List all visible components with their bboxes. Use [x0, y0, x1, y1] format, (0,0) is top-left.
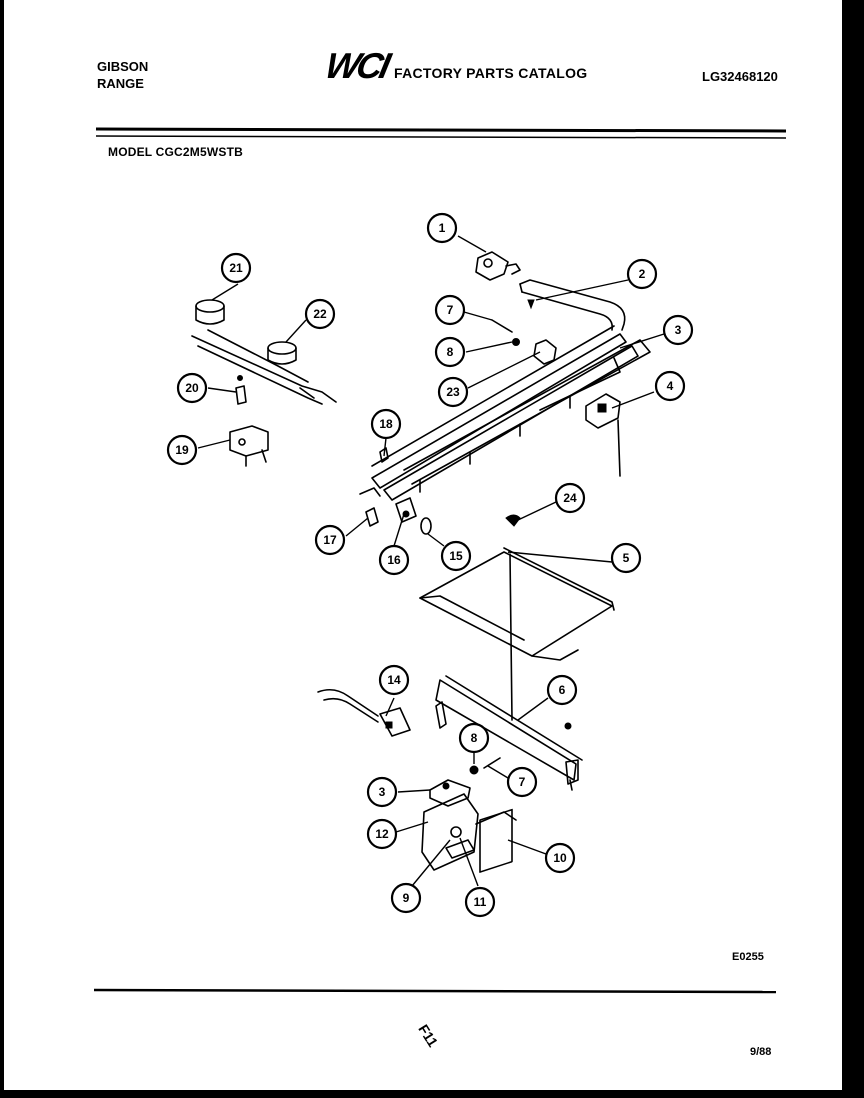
svg-text:3: 3 — [379, 785, 386, 799]
part-bracket — [585, 393, 621, 477]
brand-line-1: GIBSON — [97, 59, 149, 74]
model-number: MODEL CGC2M5WSTB — [108, 145, 243, 159]
exploded-parts-diagram: 1 2 3 4 7 8 23 21 22 20 19 18 17 16 15 2… — [93, 127, 787, 994]
catalog-title: FACTORY PARTS CATALOG — [394, 65, 588, 81]
catalog-number: LG32468120 — [702, 69, 778, 84]
svg-text:5: 5 — [623, 551, 630, 565]
part-thermostat — [421, 793, 517, 873]
callout-3-lower: 3 — [366, 776, 398, 808]
svg-text:4: 4 — [667, 379, 674, 393]
footer-rule — [93, 988, 777, 994]
svg-text:10: 10 — [553, 851, 567, 865]
callout-9: 9 — [390, 882, 422, 914]
callout-3: 3 — [662, 314, 694, 346]
callout-16: 16 — [378, 544, 410, 576]
brand-line-2: RANGE — [97, 76, 144, 91]
svg-text:8: 8 — [447, 345, 454, 359]
part-manifold-pipe — [519, 279, 626, 331]
svg-text:2: 2 — [639, 267, 646, 281]
callout-17: 17 — [314, 524, 346, 556]
callout-22: 22 — [304, 298, 336, 330]
svg-text:14: 14 — [387, 673, 401, 687]
svg-text:18: 18 — [379, 417, 393, 431]
callout-20: 20 — [176, 372, 208, 404]
header-rule — [95, 127, 787, 139]
brand-block: GIBSON RANGE — [97, 58, 148, 92]
part-oven-valve — [429, 779, 471, 807]
callout-24: 24 — [554, 482, 586, 514]
svg-text:7: 7 — [447, 303, 454, 317]
callout-12: 12 — [366, 818, 398, 850]
callout-4: 4 — [654, 370, 686, 402]
leader-lines — [197, 235, 665, 887]
callout-11: 11 — [464, 886, 496, 918]
svg-text:24: 24 — [563, 491, 577, 505]
svg-text:16: 16 — [387, 553, 401, 567]
diagram-code: E0255 — [732, 951, 764, 963]
svg-text:19: 19 — [175, 443, 189, 457]
svg-text:17: 17 — [323, 533, 337, 547]
part-small-hardware — [359, 447, 521, 535]
callout-5: 5 — [610, 542, 642, 574]
callout-8-lower: 8 — [458, 722, 490, 754]
callout-6: 6 — [546, 674, 578, 706]
svg-text:8: 8 — [471, 731, 478, 745]
part-oven-igniter — [317, 688, 411, 737]
svg-text:3: 3 — [675, 323, 682, 337]
part-orifice-lower — [469, 757, 501, 775]
part-oven-burner — [435, 675, 583, 791]
svg-text:20: 20 — [185, 381, 199, 395]
svg-text:9: 9 — [403, 891, 410, 905]
callout-2: 2 — [626, 258, 658, 290]
part-top-burners — [191, 299, 337, 405]
svg-text:21: 21 — [229, 261, 243, 275]
part-valve — [475, 251, 521, 281]
svg-text:1: 1 — [439, 221, 446, 235]
callout-15: 15 — [440, 540, 472, 572]
callout-14: 14 — [378, 664, 410, 696]
part-igniter-mount — [229, 375, 269, 467]
catalog-sheet: GIBSON RANGE WCI FACTORY PARTS CATALOG L… — [4, 0, 842, 1090]
svg-text:15: 15 — [449, 549, 463, 563]
svg-text:7: 7 — [519, 775, 526, 789]
callout-7-lower: 7 — [506, 766, 538, 798]
callout-7: 7 — [434, 294, 466, 326]
callout-18: 18 — [370, 408, 402, 440]
callout-19: 19 — [166, 434, 198, 466]
part-burner-tray — [419, 547, 615, 721]
part-orifice-upper — [491, 299, 557, 365]
svg-text:11: 11 — [474, 895, 487, 909]
callout-10: 10 — [544, 842, 576, 874]
svg-text:22: 22 — [313, 307, 327, 321]
callout-8: 8 — [434, 336, 466, 368]
callout-1: 1 — [426, 212, 458, 244]
svg-text:12: 12 — [375, 827, 389, 841]
svg-text:6: 6 — [559, 683, 566, 697]
date-code: 9/88 — [750, 1046, 772, 1058]
part-burner-bar — [371, 325, 651, 501]
callout-21: 21 — [220, 252, 252, 284]
callout-23: 23 — [437, 376, 469, 408]
svg-text:23: 23 — [446, 385, 460, 399]
